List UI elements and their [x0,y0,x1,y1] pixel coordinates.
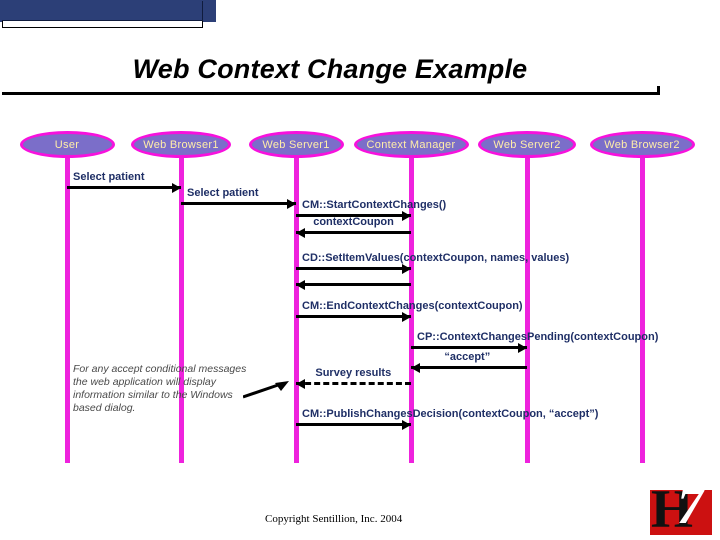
message-9-label: Survey results [315,367,392,379]
message-10-line [296,423,411,426]
message-4-label: CD::SetItemValues(contextCoupon, names, … [302,252,570,264]
actor-context-manager[interactable]: Context Manager [353,131,469,158]
note-line: the web application will display [73,376,216,388]
note-line: information similar to the Windows [73,389,233,401]
message-1-arrowhead [287,198,296,209]
actor-web-server1[interactable]: Web Server1 [248,131,344,158]
hl7-logo-7: 7 [677,490,703,535]
lifeline-user [65,158,70,463]
message-8-line [411,366,527,369]
message-3-label: contextCoupon [313,216,394,228]
message-8-arrowhead [411,362,420,373]
message-7-line [411,346,527,349]
header-bar-underline [2,21,203,28]
message-4-line [296,267,411,270]
actor-web-browser2[interactable]: Web Browser2 [589,131,695,158]
message-2-line [296,214,411,217]
message-3-line [296,231,411,234]
message-5-arrowhead [296,279,305,290]
message-1-line [181,202,296,205]
copyright-notice: Copyright Sentillion, Inc. 2004 [265,513,403,525]
actor-web-server2[interactable]: Web Server2 [478,131,576,158]
actor-user[interactable]: User [19,131,115,158]
note-pointer-arrow [243,381,289,399]
message-6-arrowhead [402,311,411,322]
header-bar-inner [2,1,203,21]
header-bar-decoration [0,0,216,22]
message-6-label: CM::EndContextChanges(contextCoupon) [302,300,523,312]
message-4-arrowhead [402,263,411,274]
note-line: based dialog. [73,402,136,414]
message-8-label: “accept” [444,351,491,363]
title-divider [2,92,660,95]
message-0-arrowhead [172,182,181,193]
message-2-arrowhead [402,210,411,221]
lifeline-context-manager [409,158,414,463]
message-9-arrowhead [296,378,305,389]
note-line: For any accept conditional messages [73,363,247,375]
message-5-line [296,283,411,286]
message-10-label: CM::PublishChangesDecision(contextCoupon… [302,408,599,420]
lifeline-web-browser1 [179,158,184,463]
actor-web-browser1[interactable]: Web Browser1 [131,131,231,158]
message-6-line [296,315,411,318]
lifeline-web-server1 [294,158,299,463]
title-divider-tick [657,86,660,95]
message-2-label: CM::StartContextChanges() [302,199,447,211]
message-1-label: Select patient [187,187,259,199]
message-7-label: CP::ContextChangesPending(contextCoupon) [417,331,659,343]
message-3-arrowhead [296,227,305,238]
hl7-logo: H 7 [650,490,712,535]
message-0-label: Select patient [73,171,145,183]
message-0-line [67,186,181,189]
lifeline-web-browser2 [640,158,645,463]
message-10-arrowhead [402,419,411,430]
lifeline-web-server2 [525,158,530,463]
hl7-logo-h: H [651,490,694,535]
page-title: Web Context Change Example [132,54,528,84]
message-7-arrowhead [518,342,527,353]
message-9-line [296,382,411,385]
